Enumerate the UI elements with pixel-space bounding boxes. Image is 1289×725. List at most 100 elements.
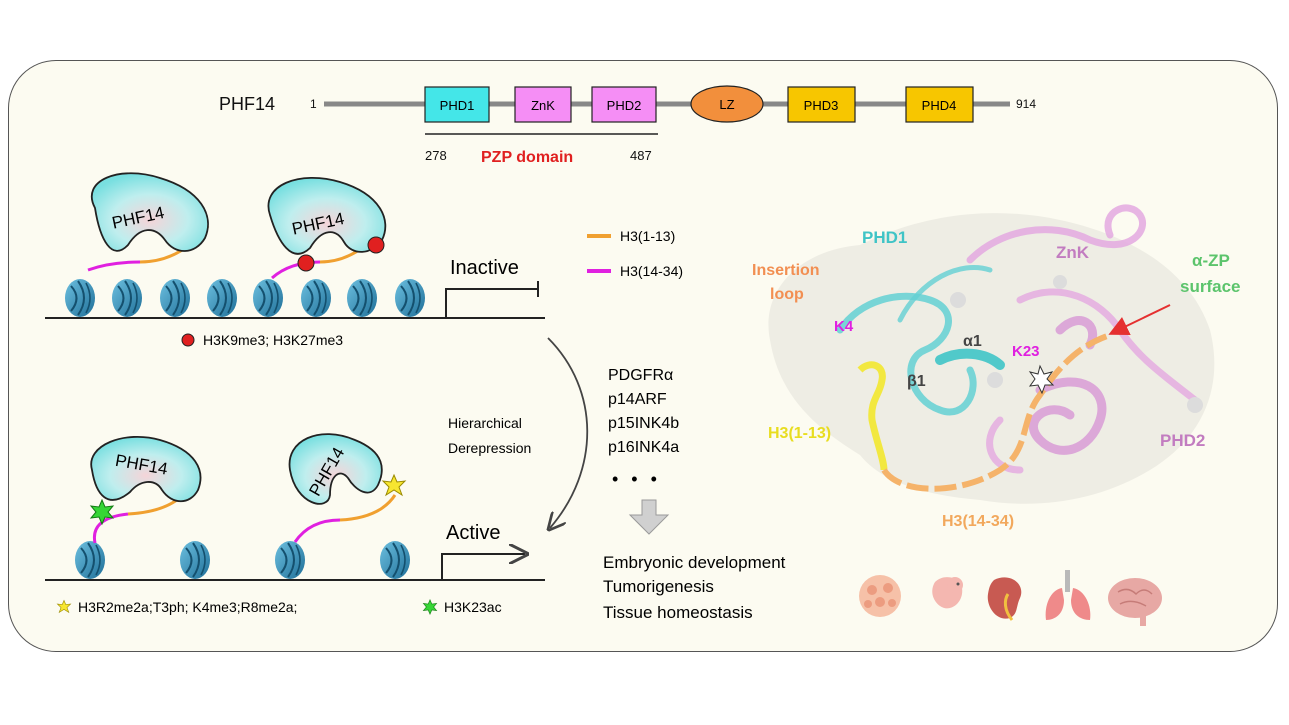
- pzp-start: 278: [425, 148, 447, 163]
- nucleosome: [379, 540, 411, 580]
- inactive-label: Inactive: [450, 257, 519, 279]
- targets: PDGFRα p14ARF p15INK4b p16INK4a • • • Em…: [603, 367, 786, 622]
- h3-short-structure-label: H3(1-13): [768, 425, 831, 442]
- repressed-promoter: [445, 288, 538, 318]
- methyl-mark: [297, 254, 315, 272]
- h3-peptide-1-13: [857, 361, 888, 471]
- azp-label-1: α-ZP: [1192, 251, 1230, 270]
- zinc-ion: [1053, 275, 1067, 289]
- phd1-structure-label: PHD1: [862, 228, 907, 247]
- active-marks-green: H3K23ac: [444, 599, 502, 615]
- surface-arrow: [1108, 304, 1171, 336]
- phd1-label: PHD1: [440, 98, 475, 113]
- lz-domain: [690, 85, 764, 123]
- nucleosome: [206, 278, 238, 318]
- phd2-domain: [591, 86, 657, 123]
- zinc-ion: [987, 372, 1003, 388]
- phd1-domain: [424, 86, 490, 123]
- acetyl-star: [90, 499, 114, 525]
- nucleosome: [346, 278, 378, 318]
- nucleosome: [300, 278, 332, 318]
- phf14-complex: [90, 436, 202, 503]
- nucleosome: [179, 540, 211, 580]
- gene-2: p14ARF: [608, 391, 667, 408]
- gene-1: PDGFRα: [608, 367, 673, 384]
- residue-end: 914: [1016, 97, 1036, 111]
- methyl-mark: [367, 236, 385, 254]
- acetyl-legend-star: [423, 599, 437, 615]
- kidney-icon: [987, 577, 1022, 621]
- inactive-state: PHF14 PHF14 Inactive H3K9me3; H3K27me3: [45, 172, 545, 348]
- phd3-domain: [787, 86, 856, 123]
- h3-tail-14-34: [293, 518, 341, 543]
- h3-peptide-14-34: [881, 332, 1111, 492]
- zinc-ion: [950, 292, 966, 308]
- k23-label: K23: [1012, 343, 1040, 360]
- lz-label: LZ: [719, 97, 734, 112]
- h3-short-label: H3(1-13): [620, 228, 675, 244]
- outcome-2: Tumorigenesis: [603, 577, 714, 596]
- phd4-domain: [905, 86, 974, 123]
- h3-long-label: H3(14-34): [620, 263, 683, 279]
- methyl-legend-dot: [181, 333, 195, 347]
- h3-tail-1-13: [339, 494, 397, 522]
- nucleosome: [252, 278, 284, 318]
- phd3-label: PHD3: [804, 98, 839, 113]
- k23-star: [1028, 364, 1055, 395]
- pzp-end: 487: [630, 148, 652, 163]
- modification-legend-star: [57, 600, 71, 613]
- alpha1-label: α1: [963, 333, 982, 350]
- active-state: PHF14 PHF14 Active H3R2me2a;T3ph; K4me3;…: [45, 433, 545, 615]
- h3-tail-14-34: [271, 260, 321, 280]
- nucleosome: [159, 278, 191, 318]
- h3-long-structure-label: H3(14-34): [942, 513, 1014, 530]
- phf14-complex: [288, 433, 383, 505]
- down-arrow: [628, 499, 670, 535]
- znk-domain: [514, 86, 572, 123]
- nucleosome: [111, 278, 143, 318]
- gene-4: p16INK4a: [608, 439, 679, 456]
- residue-start: 1: [310, 97, 317, 111]
- beta1-label: β1: [907, 373, 926, 390]
- outcome-3: Tissue homeostasis: [603, 603, 753, 622]
- crystal-structure: PHD1 ZnK PHD2 Insertion loop α-ZP surfac…: [752, 204, 1240, 530]
- transition-label-2: Derepression: [448, 440, 531, 456]
- phf14-complex: [91, 172, 209, 252]
- insertion-label-2: loop: [770, 286, 804, 303]
- phd2-label: PHD2: [607, 98, 642, 113]
- znk-label: ZnK: [531, 98, 555, 113]
- phd4-label: PHD4: [922, 98, 957, 113]
- phd2-structure-label: PHD2: [1160, 431, 1205, 450]
- lungs-icon: [1045, 570, 1091, 620]
- zinc-ion: [1187, 397, 1203, 413]
- h3-legend: H3(1-13) H3(14-34): [587, 228, 683, 279]
- active-marks-yellow: H3R2me2a;T3ph; K4me3;R8me2a;: [78, 599, 297, 615]
- h3-tail-14-34: [92, 512, 129, 544]
- nucleosome: [394, 278, 426, 318]
- h3-tail-14-34: [87, 260, 141, 272]
- cell-cluster-icon: [859, 575, 901, 617]
- embryo-icon: [932, 577, 963, 609]
- nucleosome: [64, 278, 96, 318]
- azp-label-2: surface: [1180, 277, 1240, 296]
- insertion-label-1: Insertion: [752, 262, 820, 279]
- domain-architecture: PHF14 1 914 PHD1 ZnK PHD2 LZ PHD3 PHD4 2…: [219, 85, 1036, 166]
- organ-icons: [859, 570, 1162, 626]
- active-promoter: [441, 554, 525, 580]
- pzp-label: PZP domain: [481, 149, 573, 166]
- nucleosome-row: [64, 278, 426, 318]
- gene-3: p15INK4b: [608, 415, 679, 432]
- active-label: Active: [446, 522, 500, 544]
- nucleosome: [74, 540, 106, 580]
- curved-arrow: [548, 337, 589, 528]
- k4-label: K4: [834, 318, 854, 335]
- ellipsis: • • •: [612, 469, 661, 489]
- transition-label-1: Hierarchical: [448, 415, 522, 431]
- outcome-1: Embryonic development: [603, 553, 786, 572]
- brain-icon: [1108, 578, 1162, 626]
- nucleosome: [274, 540, 306, 580]
- derepression-arrow: Hierarchical Derepression: [448, 337, 589, 528]
- protein-name: PHF14: [219, 94, 275, 114]
- modification-star: [382, 474, 406, 496]
